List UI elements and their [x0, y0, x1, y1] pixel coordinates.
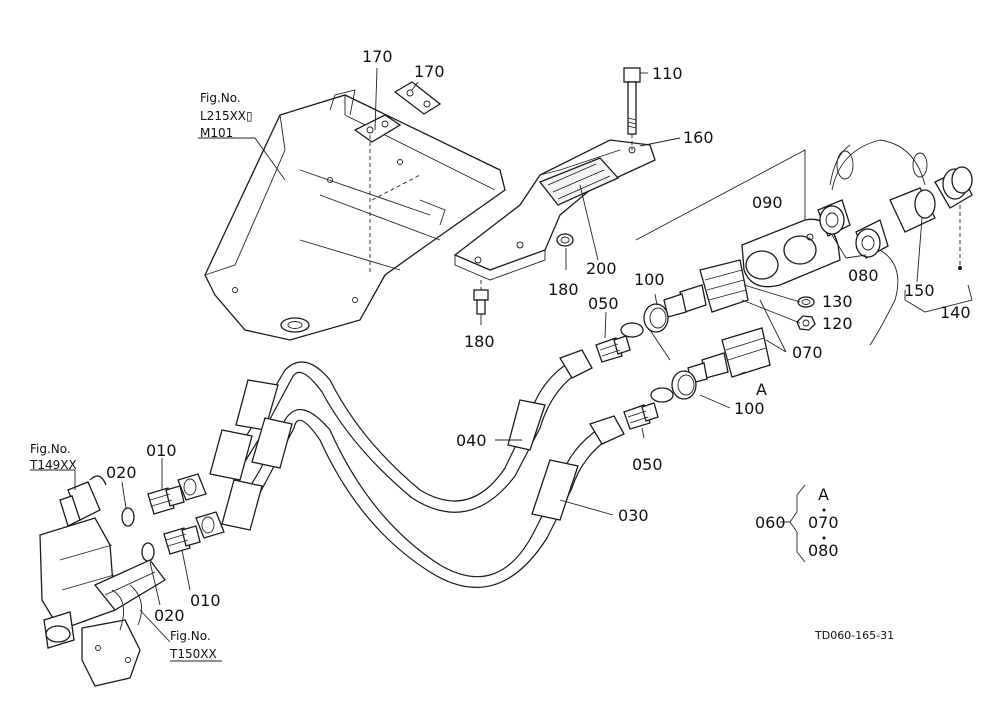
label-090: 090 — [752, 193, 783, 212]
part-labels: 170 170 110 160 090 200 180 180 100 050 … — [106, 47, 971, 625]
figure-ref-t150: Fig.No. T150XX — [169, 629, 222, 662]
fig-ref-code: T149XX — [29, 458, 77, 472]
bolt-180-lower — [473, 280, 489, 315]
label-160: 160 — [683, 128, 714, 147]
label-120: 120 — [822, 314, 853, 333]
label-110: 110 — [652, 64, 683, 83]
label-200: 200 — [586, 259, 617, 278]
fig-ref-code: T150XX — [169, 647, 217, 661]
figure-ref-t149: Fig.No. T149XX — [29, 442, 77, 472]
coupler-140 — [934, 166, 973, 270]
legend-070: 070 — [808, 513, 839, 532]
hose-030 — [221, 409, 625, 588]
legend-group-060 — [780, 484, 826, 563]
label-150: 150 — [904, 281, 935, 300]
label-040: 040 — [456, 431, 487, 450]
hose-040 — [209, 349, 593, 513]
label-030: 030 — [618, 506, 649, 525]
label-180-upper: 180 — [548, 280, 579, 299]
legend-080: 080 — [808, 541, 839, 560]
nut-130 — [797, 296, 815, 308]
label-170-left: 170 — [362, 47, 393, 66]
fig-ref-code: M101 — [200, 126, 233, 140]
fig-ref-title: Fig.No. — [200, 91, 241, 105]
bolt-180-upper — [556, 233, 574, 247]
label-050-lower: 050 — [632, 455, 663, 474]
oring-020-lower — [141, 542, 155, 562]
label-060: 060 — [755, 513, 786, 532]
label-100-upper: 100 — [634, 270, 665, 289]
fig-ref-title: Fig.No. — [170, 629, 211, 643]
bracket-160 — [453, 139, 656, 281]
nut-120 — [796, 315, 816, 331]
plate-170-right — [393, 81, 442, 115]
label-010-lower: 010 — [190, 591, 221, 610]
label-050-upper: 050 — [588, 294, 619, 313]
adapter-010-upper — [147, 485, 185, 515]
label-140: 140 — [940, 303, 971, 322]
legend-A: A — [818, 485, 829, 504]
label-180-lower: 180 — [464, 332, 495, 351]
dust-cap-080-lower — [855, 219, 889, 259]
fig-ref-code: L215XX▯ — [200, 109, 253, 123]
oring-100-upper — [620, 303, 669, 338]
adapter-050-lower — [623, 402, 659, 430]
label-100-lower: 100 — [734, 399, 765, 418]
oring-020-upper — [121, 507, 135, 527]
adapter-010-lower — [163, 525, 201, 555]
label-080: 080 — [848, 266, 879, 285]
holder-090 — [741, 218, 841, 288]
hose-nut-lower — [195, 511, 225, 539]
fig-ref-title: Fig.No. — [30, 442, 71, 456]
dust-cap-080-upper — [817, 199, 851, 237]
plug-150 — [889, 187, 936, 233]
drawing-code: TD060-165-31 — [814, 629, 894, 642]
label-A: A — [756, 380, 767, 399]
bolt-110 — [623, 67, 641, 150]
label-170-right: 170 — [414, 62, 445, 81]
figure-ref-l215: Fig.No. L215XX▯ M101 — [200, 91, 253, 140]
leader-lines — [30, 67, 973, 643]
coupler-070-lower — [687, 327, 771, 384]
label-070: 070 — [792, 343, 823, 362]
mounting-plate — [204, 89, 506, 341]
coupler-070-upper — [663, 259, 749, 318]
control-valve — [39, 475, 166, 687]
label-130: 130 — [822, 292, 853, 311]
label-020-lower: 020 — [154, 606, 185, 625]
label-010-upper: 010 — [146, 441, 177, 460]
label-020-upper: 020 — [106, 463, 137, 482]
hose-nut-upper — [177, 473, 207, 501]
oring-100-lower — [650, 370, 697, 403]
adapter-050-upper — [595, 335, 631, 363]
